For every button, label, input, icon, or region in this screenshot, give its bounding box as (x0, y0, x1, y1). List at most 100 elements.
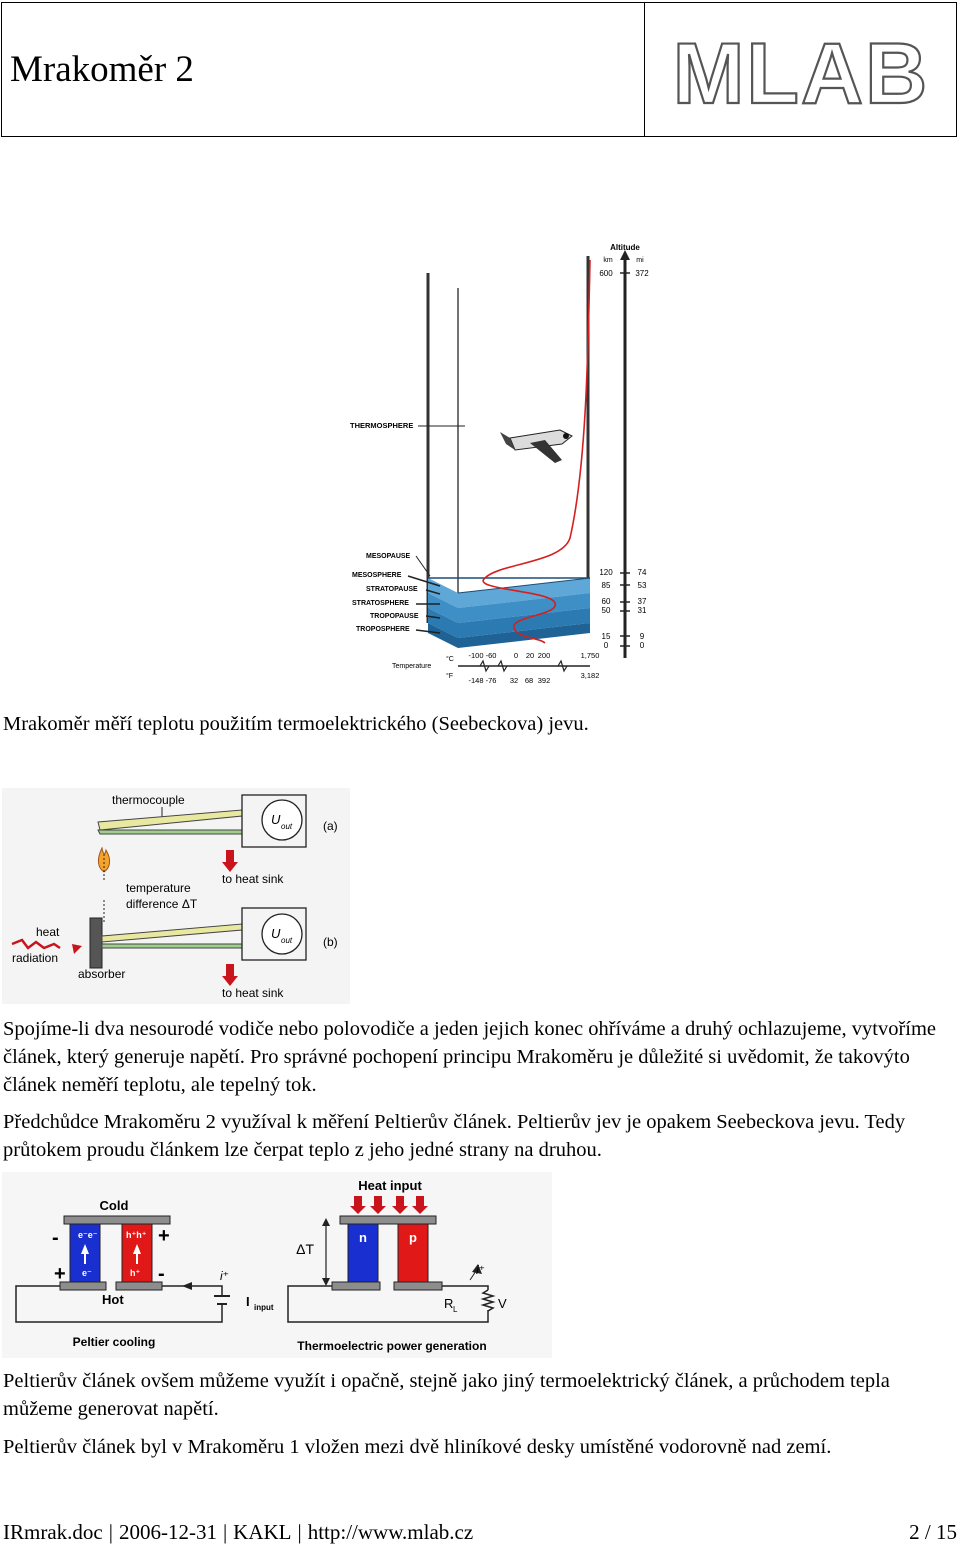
svg-text:e⁻e⁻: e⁻e⁻ (78, 1230, 98, 1240)
svg-text:(a): (a) (323, 819, 338, 833)
svg-text:9: 9 (640, 632, 645, 641)
svg-text:°C: °C (446, 655, 454, 663)
svg-text:U: U (271, 926, 281, 941)
svg-text:STRATOSPHERE: STRATOSPHERE (352, 600, 409, 607)
paragraph-intro: Mrakoměr měří teplotu použitím termoelek… (3, 713, 589, 735)
footer-file: IRmrak.doc (3, 1520, 103, 1544)
svg-text:L: L (453, 1305, 458, 1314)
svg-text:Altitude: Altitude (610, 243, 640, 252)
svg-text:-: - (52, 1227, 59, 1249)
svg-text:-100: -100 (468, 651, 483, 660)
svg-text:85: 85 (602, 581, 611, 590)
svg-text:0: 0 (604, 641, 609, 650)
footer-url[interactable]: http://www.mlab.cz (307, 1520, 474, 1544)
svg-text:R: R (444, 1296, 453, 1311)
svg-text:radiation: radiation (12, 951, 58, 965)
svg-text:+: + (54, 1263, 66, 1285)
svg-text:53: 53 (638, 581, 647, 590)
temperature-axis: Temperature °C °F -100 -60 0 20 200 1,75… (392, 651, 599, 685)
svg-text:74: 74 (638, 568, 647, 577)
thermocouple-figure: thermocouple U out (a) to heat sink temp… (2, 788, 350, 1004)
svg-text:p: p (409, 1230, 417, 1245)
svg-text:to heat sink: to heat sink (222, 986, 284, 1000)
svg-text:0: 0 (514, 651, 518, 660)
paragraph-peltier: Předchůdce Mrakoměru 2 využíval k měření… (3, 1111, 906, 1161)
svg-text:120: 120 (599, 568, 613, 577)
heat-sink-arrow-icon (222, 850, 238, 872)
temperature-curve (482, 259, 591, 644)
paragraph-reverse: Peltierův článek ovšem můžeme využít i o… (3, 1370, 890, 1420)
svg-text:out: out (281, 936, 293, 945)
svg-text:Cold: Cold (100, 1198, 129, 1213)
svg-text:-148: -148 (468, 676, 483, 685)
svg-text:absorber: absorber (78, 967, 125, 981)
logo-cell: MLAB (645, 3, 956, 136)
svg-text:TROPOSPHERE: TROPOSPHERE (356, 626, 410, 633)
svg-text:20: 20 (526, 651, 534, 660)
page-title: Mrakoměr 2 (10, 49, 194, 90)
layer-mesosphere (428, 578, 590, 608)
svg-text:200: 200 (538, 651, 551, 660)
svg-text:Peltier cooling: Peltier cooling (73, 1335, 156, 1349)
heat-sink-arrow-icon-b (222, 964, 238, 986)
svg-text:60: 60 (602, 597, 611, 606)
svg-text:3,182: 3,182 (581, 671, 600, 680)
svg-text:i⁺: i⁺ (220, 1269, 229, 1283)
svg-text:-76: -76 (486, 676, 497, 685)
svg-text:TROPOPAUSE: TROPOPAUSE (370, 613, 419, 620)
paragraph-mrakomer1: Peltierův článek byl v Mrakoměru 1 vlože… (3, 1436, 832, 1458)
footer-date: 2006-12-31 (118, 1520, 217, 1544)
svg-text:MLAB: MLAB (672, 26, 928, 115)
svg-text:km: km (603, 257, 613, 264)
footer-meta: IRmrak.doc|2006-12-31|KAKL|http://www.ml… (3, 1520, 474, 1544)
svg-text:15: 15 (602, 632, 611, 641)
svg-text:0: 0 (640, 641, 645, 650)
svg-text:h⁺h⁺: h⁺h⁺ (126, 1230, 147, 1240)
heat-input-arrows-icon (350, 1196, 428, 1214)
svg-text:Heat input: Heat input (358, 1178, 422, 1193)
svg-text:+: + (158, 1225, 170, 1247)
page-footer: IRmrak.doc|2006-12-31|KAKL|http://www.ml… (3, 1520, 957, 1545)
svg-text:U: U (271, 812, 281, 827)
svg-text:I: I (246, 1294, 250, 1309)
svg-text:ΔT: ΔT (296, 1241, 314, 1257)
svg-text:1,750: 1,750 (581, 651, 600, 660)
svg-text:difference ΔT: difference ΔT (126, 897, 198, 911)
layer-troposphere (428, 623, 590, 648)
svg-text:heat: heat (36, 925, 60, 939)
layer-troposphere-upper (428, 608, 590, 638)
svg-text:mi: mi (636, 257, 644, 264)
svg-text:i⁺: i⁺ (476, 1263, 485, 1277)
svg-text:e⁻: e⁻ (82, 1268, 92, 1278)
page-header: Mrakoměr 2 MLAB (1, 2, 957, 137)
svg-text:37: 37 (638, 597, 647, 606)
svg-text:°F: °F (446, 672, 453, 680)
footer-author: KAKL (233, 1520, 292, 1544)
n-element-right (347, 1223, 379, 1283)
paragraph-seebeck: Spojíme-li dva nesourodé vodiče nebo pol… (3, 1018, 937, 1096)
svg-text:(b): (b) (323, 935, 338, 949)
svg-text:temperature: temperature (126, 881, 191, 895)
svg-text:Hot: Hot (102, 1292, 124, 1307)
title-cell: Mrakoměr 2 (2, 3, 645, 136)
resistor-icon (480, 1289, 496, 1312)
svg-text:68: 68 (525, 676, 533, 685)
svg-text:STRATOPAUSE: STRATOPAUSE (366, 586, 418, 593)
layer-labels: THERMOSPHERE MESOPAUSE MESOSPHERE STRATO… (350, 421, 465, 634)
n-element-left (69, 1223, 101, 1283)
svg-text:THERMOSPHERE: THERMOSPHERE (350, 421, 413, 430)
radiation-arrows-icon (11, 938, 82, 954)
mlab-logo: MLAB (671, 25, 928, 115)
svg-text:372: 372 (635, 269, 649, 278)
svg-text:-60: -60 (486, 651, 497, 660)
space-shuttle-icon (500, 429, 573, 463)
svg-text:Temperature: Temperature (392, 663, 431, 670)
svg-text:input: input (254, 1303, 274, 1312)
svg-text:50: 50 (602, 606, 611, 615)
svg-text:32: 32 (510, 676, 518, 685)
atmosphere-figure: Altitude km mi 600 120 85 60 50 15 0 372… (350, 243, 649, 685)
svg-text:thermocouple: thermocouple (112, 793, 185, 807)
svg-text:31: 31 (638, 606, 647, 615)
svg-text:to heat sink: to heat sink (222, 872, 284, 886)
svg-text:MESOPAUSE: MESOPAUSE (366, 553, 411, 560)
